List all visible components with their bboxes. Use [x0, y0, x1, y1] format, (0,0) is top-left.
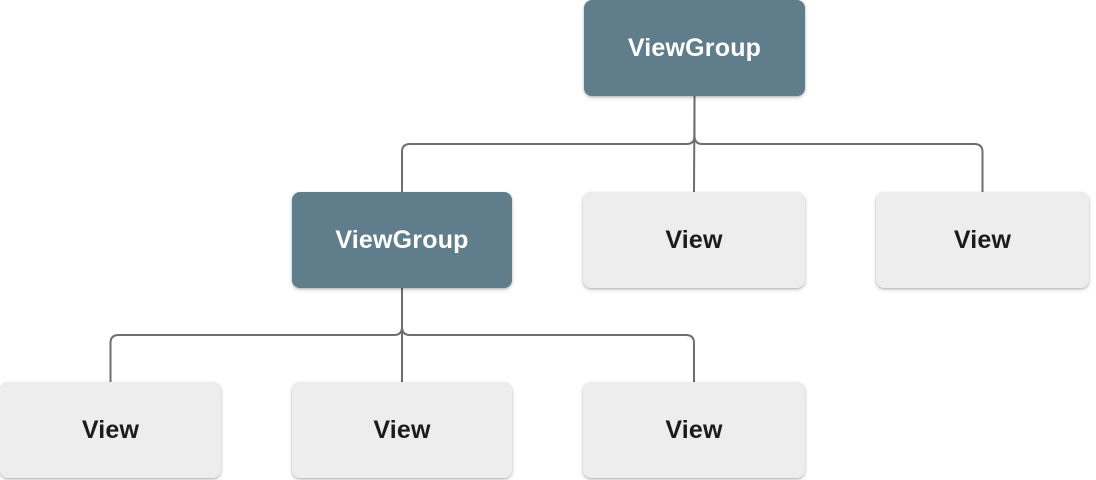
node-child-view-1: View: [583, 192, 805, 288]
node-label: View: [81, 415, 140, 444]
node-label: View: [665, 415, 723, 444]
node-leaf-view-1: View: [0, 382, 221, 478]
node-label: View: [373, 415, 431, 444]
node-leaf-view-2: View: [292, 382, 512, 478]
node-child-viewgroup: ViewGroup: [292, 192, 512, 288]
node-label: View: [953, 225, 1012, 254]
node-label: ViewGroup: [335, 225, 469, 254]
connector-edge: [693, 135, 984, 192]
node-leaf-view-3: View: [583, 382, 805, 478]
connector-edge: [109, 326, 403, 382]
connector-edge: [401, 326, 695, 382]
node-label: View: [665, 225, 723, 254]
node-child-view-2: View: [876, 192, 1089, 288]
node-root: ViewGroup: [584, 0, 805, 96]
node-label: ViewGroup: [627, 33, 762, 62]
connector-edge: [401, 135, 696, 192]
